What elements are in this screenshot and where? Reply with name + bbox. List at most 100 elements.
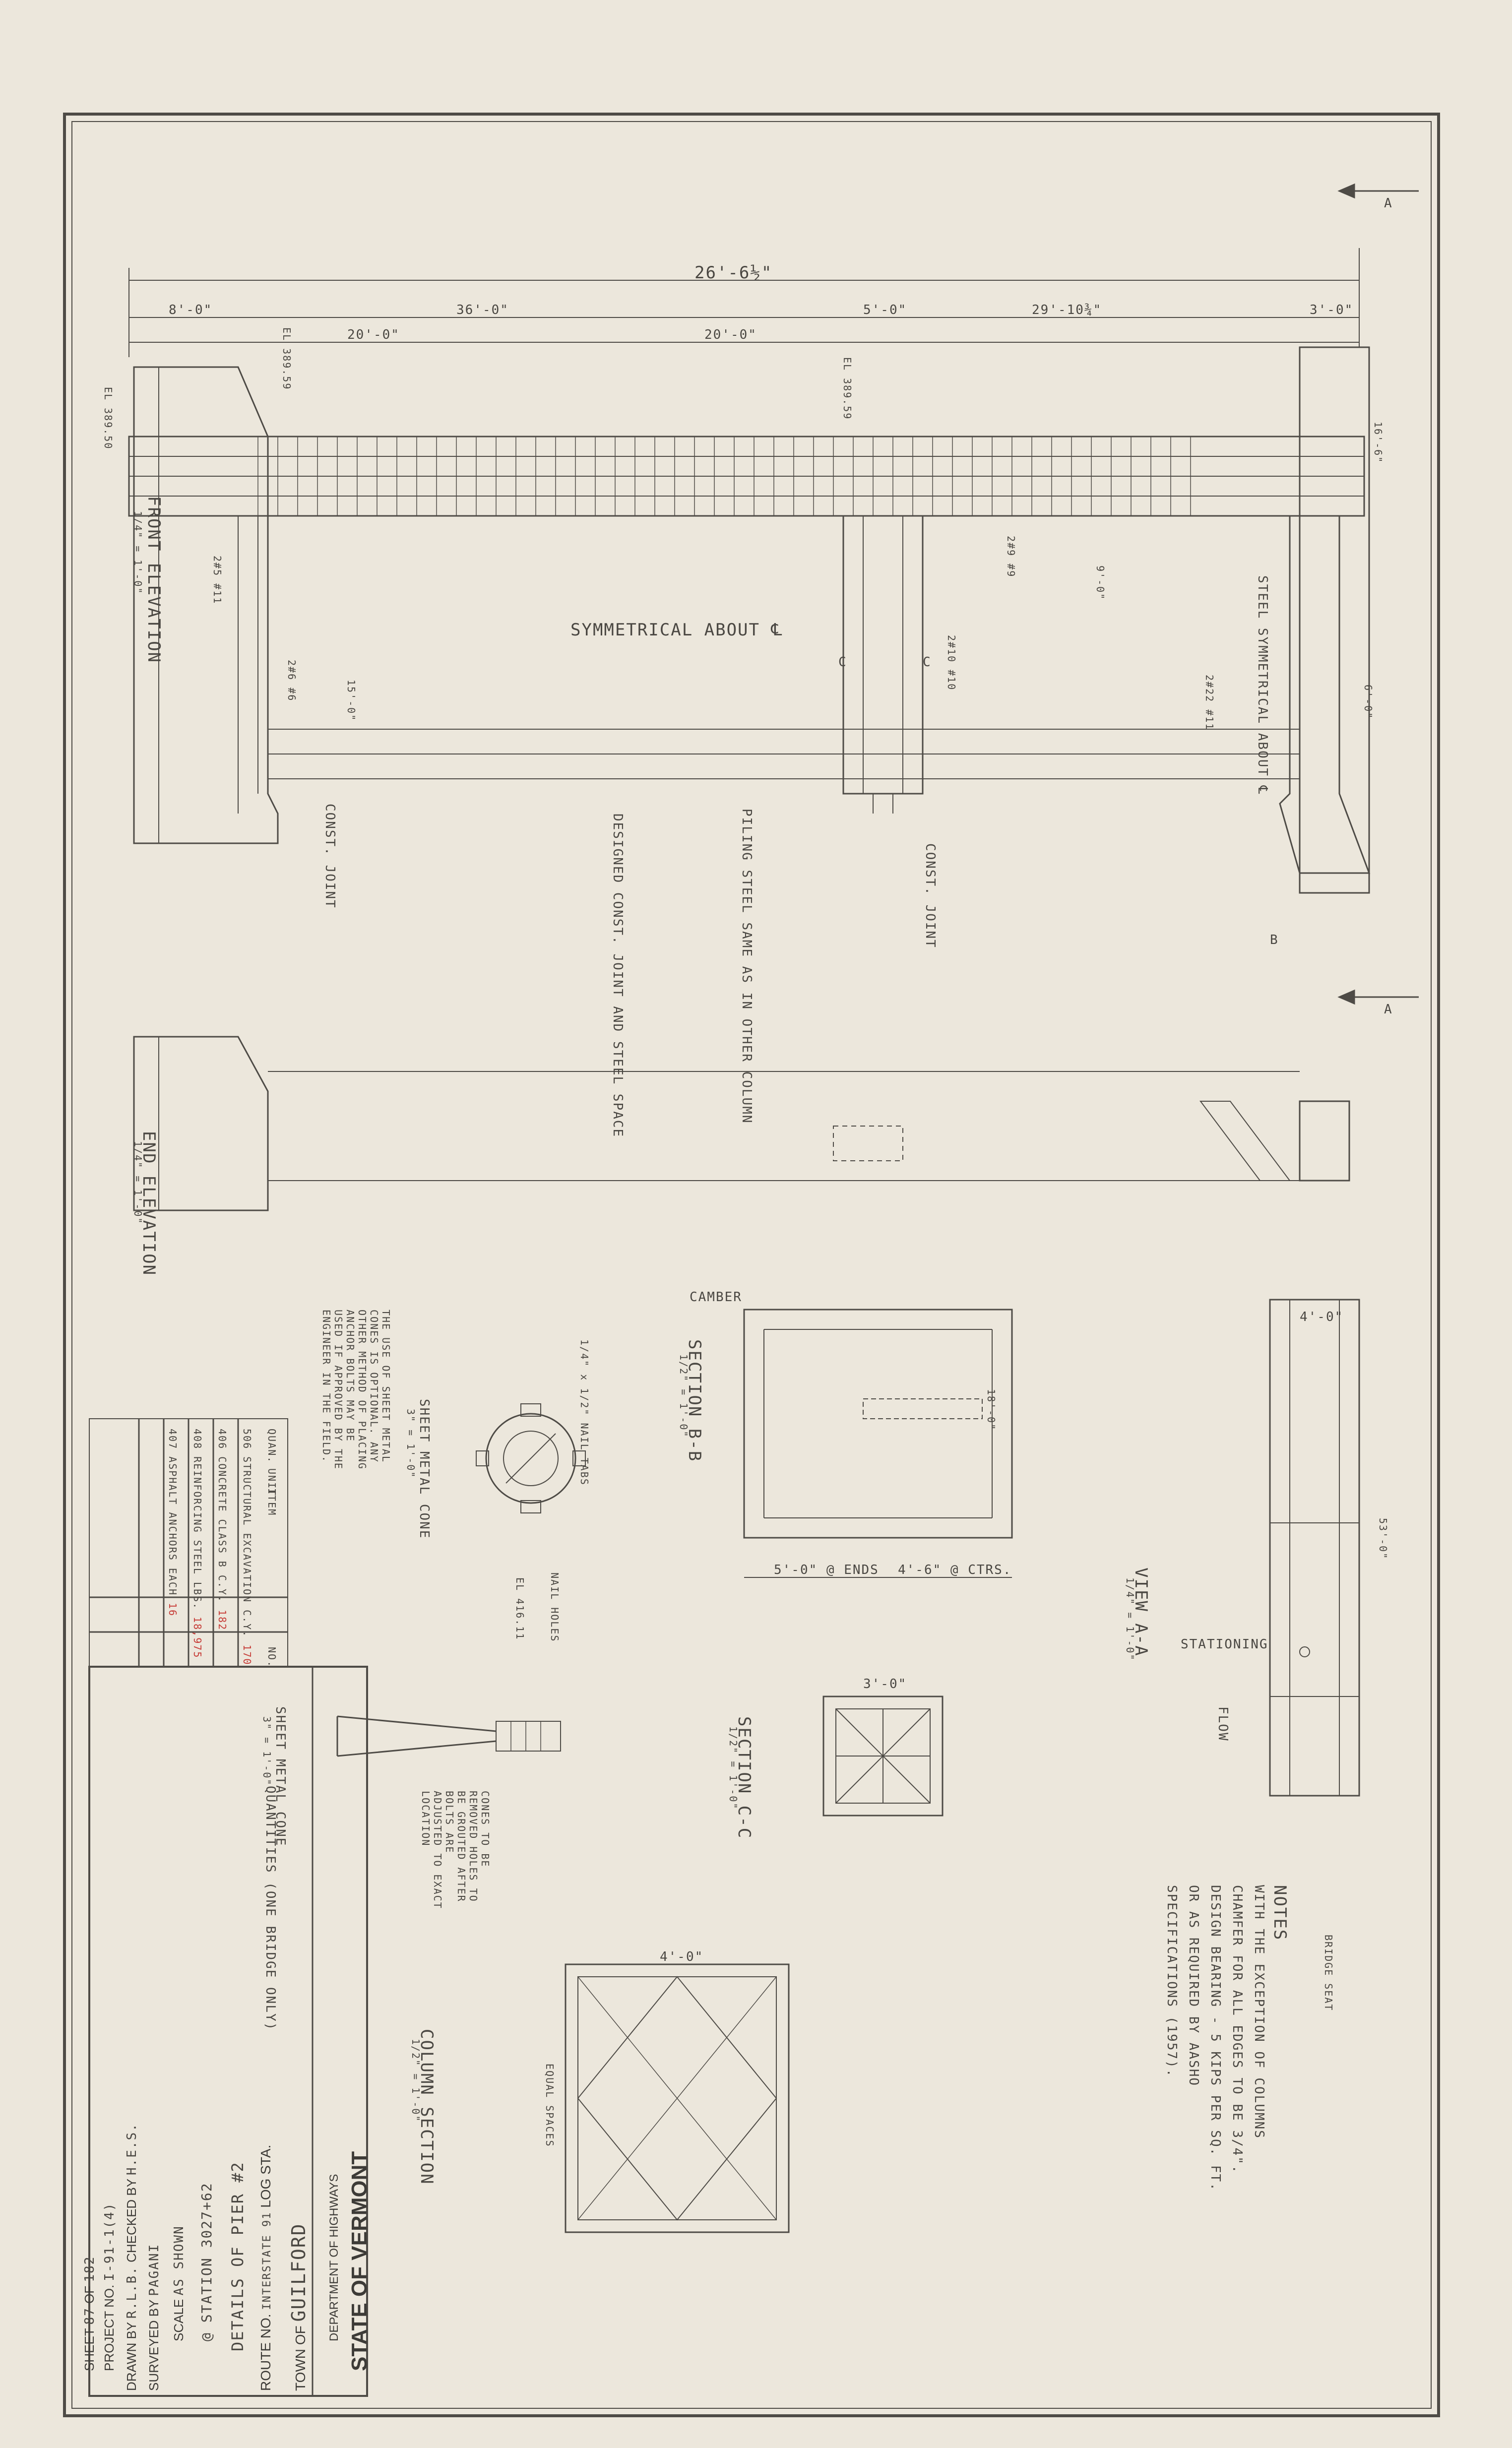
tb-route: ROUTE NO. INTERSTATE 91 LOG STA. — [258, 2145, 274, 2391]
tb-checked-label: CHECKED BY — [124, 2179, 139, 2262]
dim-36: 36'-0" — [456, 303, 509, 317]
bridge-seat-label: BRIDGE SEAT — [1323, 1935, 1334, 2011]
tb-checked-value: H.E.S. — [125, 2123, 139, 2176]
right-footing — [1279, 515, 1371, 874]
camber-label: CAMBER — [690, 1290, 742, 1305]
qty-row-2-no: 406 — [216, 1429, 228, 1450]
metal-cone-title: SHEET METAL CONE — [417, 1399, 432, 1539]
dim-4: 4'-0" — [1300, 1310, 1344, 1324]
tb-drawn: DRAWN BY R.L.B. CHECKED BY H.E.S. — [124, 2123, 139, 2391]
nail-holes-label: NAIL HOLES — [549, 1572, 561, 1642]
tb-drawn-value: R.L.B. — [125, 2266, 139, 2319]
const-joint-label-2: CONST. JOINT — [923, 843, 938, 948]
tb-town-label: TOWN OF — [293, 2325, 308, 2391]
left-footing — [133, 366, 279, 844]
qty-row-4-no: 407 — [167, 1429, 179, 1450]
elev-389-59a: EL 389.59 — [281, 327, 293, 390]
end-elevation-outline — [133, 1036, 269, 1211]
inner-border — [71, 121, 1432, 2409]
cone-elevation — [337, 1716, 496, 1756]
tb-project-label: PROJECT NO. — [102, 2284, 117, 2371]
tb-sheet: SHEET 87 OF 182 — [82, 2256, 97, 2371]
equal-spaces-label: EQUAL SPACES — [544, 2064, 556, 2147]
bar-mark-3: 2#9 #9 — [1005, 536, 1017, 578]
qty-row-4-unit: EACH — [167, 1568, 179, 1596]
qty-header-unit: UNIT — [266, 1468, 278, 1497]
qty-row-3-item: REINFORCING STEEL — [191, 1456, 203, 1575]
symmetrical-label: SYMMETRICAL ABOUT ℄ — [570, 620, 783, 640]
qty-row-3-no: 408 — [191, 1429, 203, 1450]
qty-header-no: NO. — [266, 1647, 278, 1668]
cone-plan — [485, 1413, 576, 1504]
cone-note: THE USE OF SHEET METAL CONES IS OPTIONAL… — [320, 1310, 392, 1470]
tb-sheet-label: SHEET — [82, 2328, 97, 2371]
front-elevation-title: FRONT ELEVATION — [144, 496, 164, 664]
qty-row-1-quan: 170 — [241, 1644, 253, 1666]
tb-sheet-value: 87 — [82, 2307, 97, 2325]
section-bb-scale: 1/2" = 1'-0" — [678, 1354, 690, 1438]
tb-route-value: INTERSTATE 91 — [261, 2211, 273, 2310]
flow-label: FLOW — [1215, 1706, 1230, 1742]
tb-of-label: OF — [82, 2285, 97, 2304]
middle-column — [842, 515, 924, 795]
sec-c-right: C — [923, 655, 932, 670]
elev-389-59b: EL 389.59 — [841, 357, 853, 420]
qty-row-1-no: 506 — [241, 1429, 253, 1450]
tb-project: PROJECT NO. I-91-1(4) — [102, 2202, 117, 2371]
end-elevation-scale: 1/4" = 1'-0" — [132, 1141, 144, 1225]
bar-mark-4: 2#10 #10 — [945, 635, 957, 691]
sec-a-bottom: A — [1384, 1002, 1393, 1017]
tb-sheet-total: 182 — [82, 2256, 97, 2282]
dim-53: 53'-0" — [1377, 1518, 1389, 1560]
dim-5a: 5'-0" — [863, 303, 907, 317]
qty-row-4-item: ASPHALT ANCHORS — [167, 1456, 179, 1561]
tb-project-value: I-91-1(4) — [102, 2202, 117, 2281]
bar-mark-1: 2#5 #11 — [211, 556, 223, 605]
column-section — [565, 1963, 790, 2233]
qty-row-1: 506 STRUCTURAL EXCAVATION C.Y. 170 — [241, 1429, 253, 1665]
dim-3: 3'-0" — [1310, 303, 1354, 317]
front-elevation-scale: 1/4" = 1'-0" — [132, 511, 144, 595]
sec-b: B — [1270, 933, 1279, 947]
tb-drawn-label: DRAWN BY — [124, 2322, 139, 2391]
dim-3b: 3'-0" — [863, 1677, 907, 1692]
tb-town-value: GUILFORD — [288, 2223, 310, 2322]
elev-416-11: EL 416.11 — [514, 1577, 526, 1640]
tb-town: TOWN OF GUILFORD — [288, 2223, 310, 2391]
dim-4-ctrs: 4'-6" @ CTRS. — [898, 1563, 1012, 1577]
dowels-label: DESIGNED CONST. JOINT AND STEEL SPACE — [610, 814, 625, 1138]
section-cc-scale: 1/2" = 1'-0" — [727, 1726, 739, 1810]
tb-surveyed-value: PAGANI — [147, 2243, 162, 2296]
tb-department: DEPARTMENT OF HIGHWAYS — [327, 2174, 341, 2341]
dim-15: 15'-0" — [345, 680, 357, 722]
dim-4b: 4'-0" — [660, 1949, 704, 1964]
nail-tabs-label: 1/4" x 1/2" NAIL TABS — [578, 1339, 590, 1486]
quantities-title: QUANTITIES (ONE BRIDGE ONLY) — [263, 1786, 278, 2031]
tb-surveyed: SURVEYED BY PAGANI — [146, 2244, 162, 2391]
dim-overall: 26'-6½" — [694, 263, 773, 283]
dim-16: 16'-6" — [1372, 422, 1384, 464]
tb-title-2: @ STATION 3027+62 — [198, 2182, 215, 2341]
notes-title: NOTES — [1270, 1885, 1290, 1941]
view-aa-scale: 1/4" = 1'-0" — [1124, 1577, 1136, 1661]
dim-8: 8'-0" — [169, 303, 213, 317]
column-section-scale: 1/2" = 1'-0" — [410, 2039, 422, 2123]
sheet-border — [63, 113, 1440, 2417]
tb-state: STATE OF VERMONT — [347, 2151, 372, 2371]
qty-row-4-quan: 16 — [167, 1603, 179, 1617]
section-cc — [822, 1695, 944, 1817]
dim-20a: 20'-0" — [347, 327, 400, 342]
dim-18: 18'-0" — [985, 1389, 997, 1431]
dim-29: 29'-10¾" — [1032, 303, 1102, 317]
notes-body: WITH THE EXCEPTION OF COLUMNS CHAMFER FO… — [1164, 1885, 1266, 2192]
elev-389-50: EL 389.50 — [102, 387, 114, 450]
qty-row-3-quan: 18,975 — [191, 1617, 203, 1659]
right-end-block — [1299, 346, 1370, 894]
qty-row-2-unit: C.Y. — [216, 1574, 228, 1603]
qty-row-4: 407 ASPHALT ANCHORS EACH 16 — [167, 1429, 179, 1617]
view-aa — [1269, 1299, 1360, 1797]
sec-c-left: C — [838, 655, 847, 670]
metal-cone-scale: 3" = 1'-0" — [405, 1409, 417, 1479]
